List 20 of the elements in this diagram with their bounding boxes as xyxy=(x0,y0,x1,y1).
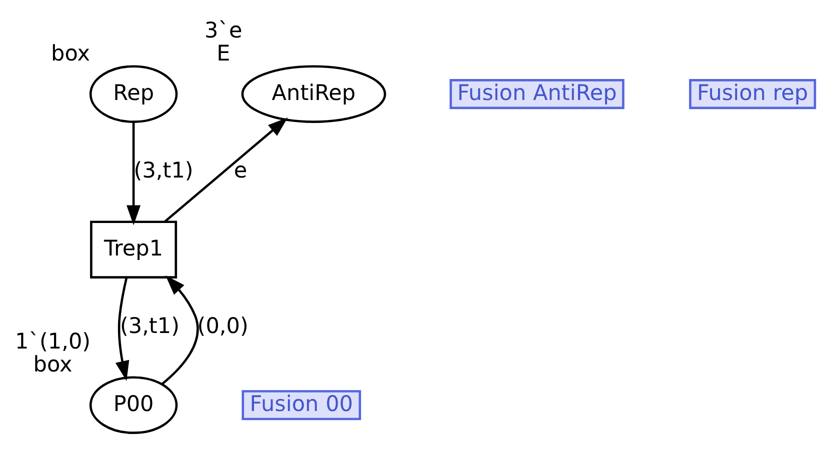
node-label: box xyxy=(33,352,72,378)
label: Fusion rep xyxy=(697,80,808,106)
arrow xyxy=(162,274,199,384)
node-label: E xyxy=(216,41,230,66)
label: Fusion AntiRep xyxy=(457,80,617,106)
arrow xyxy=(164,117,288,222)
edge-label: e xyxy=(234,158,248,184)
arrow xyxy=(115,276,130,380)
node-ellipse: P00 xyxy=(89,376,178,434)
node-ellipse: Rep xyxy=(89,64,178,122)
node-label: 1`(1,0) xyxy=(15,328,91,354)
node-label: box xyxy=(51,41,90,66)
node-label: 3`e xyxy=(204,18,242,43)
label: Fusion 00 xyxy=(250,391,353,416)
node-box: Trep1 xyxy=(90,220,178,278)
arrow xyxy=(126,122,141,225)
node-ellipse: AntiRep xyxy=(241,64,386,122)
edge-label: (0,0) xyxy=(197,314,248,339)
edge-label: (3,t1) xyxy=(134,158,194,184)
edge-label: (3,t1) xyxy=(120,314,180,339)
